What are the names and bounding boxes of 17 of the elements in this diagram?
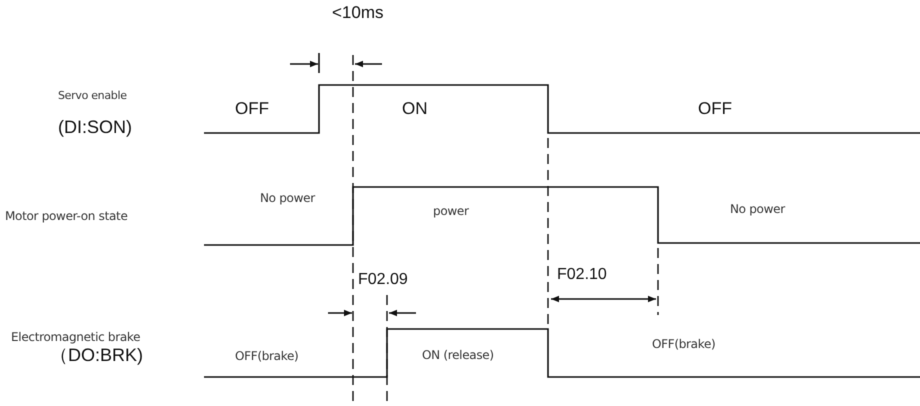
state-label: OFF [235,100,269,119]
timing-value: <10ms [332,4,384,23]
timing-value: F02.09 [358,271,408,289]
state-label: ON (release) [422,349,494,362]
signal-name: (DI:SON) [58,118,132,138]
state-label: power [433,205,469,218]
signal-name: （DO:BRK) [50,346,144,366]
signal-name: Servo enable [58,90,127,102]
signal-name: Electromagnetic brake [11,331,140,344]
state-label: OFF [698,100,732,119]
timing-value: F02.10 [557,266,607,284]
state-label: No power [260,192,315,206]
state-label: ON [402,100,428,119]
state-label: OFF(brake) [652,338,716,352]
state-label: No power [730,203,785,216]
signal-name: Motor power-on state [5,210,128,224]
state-label: OFF(brake) [235,350,298,364]
